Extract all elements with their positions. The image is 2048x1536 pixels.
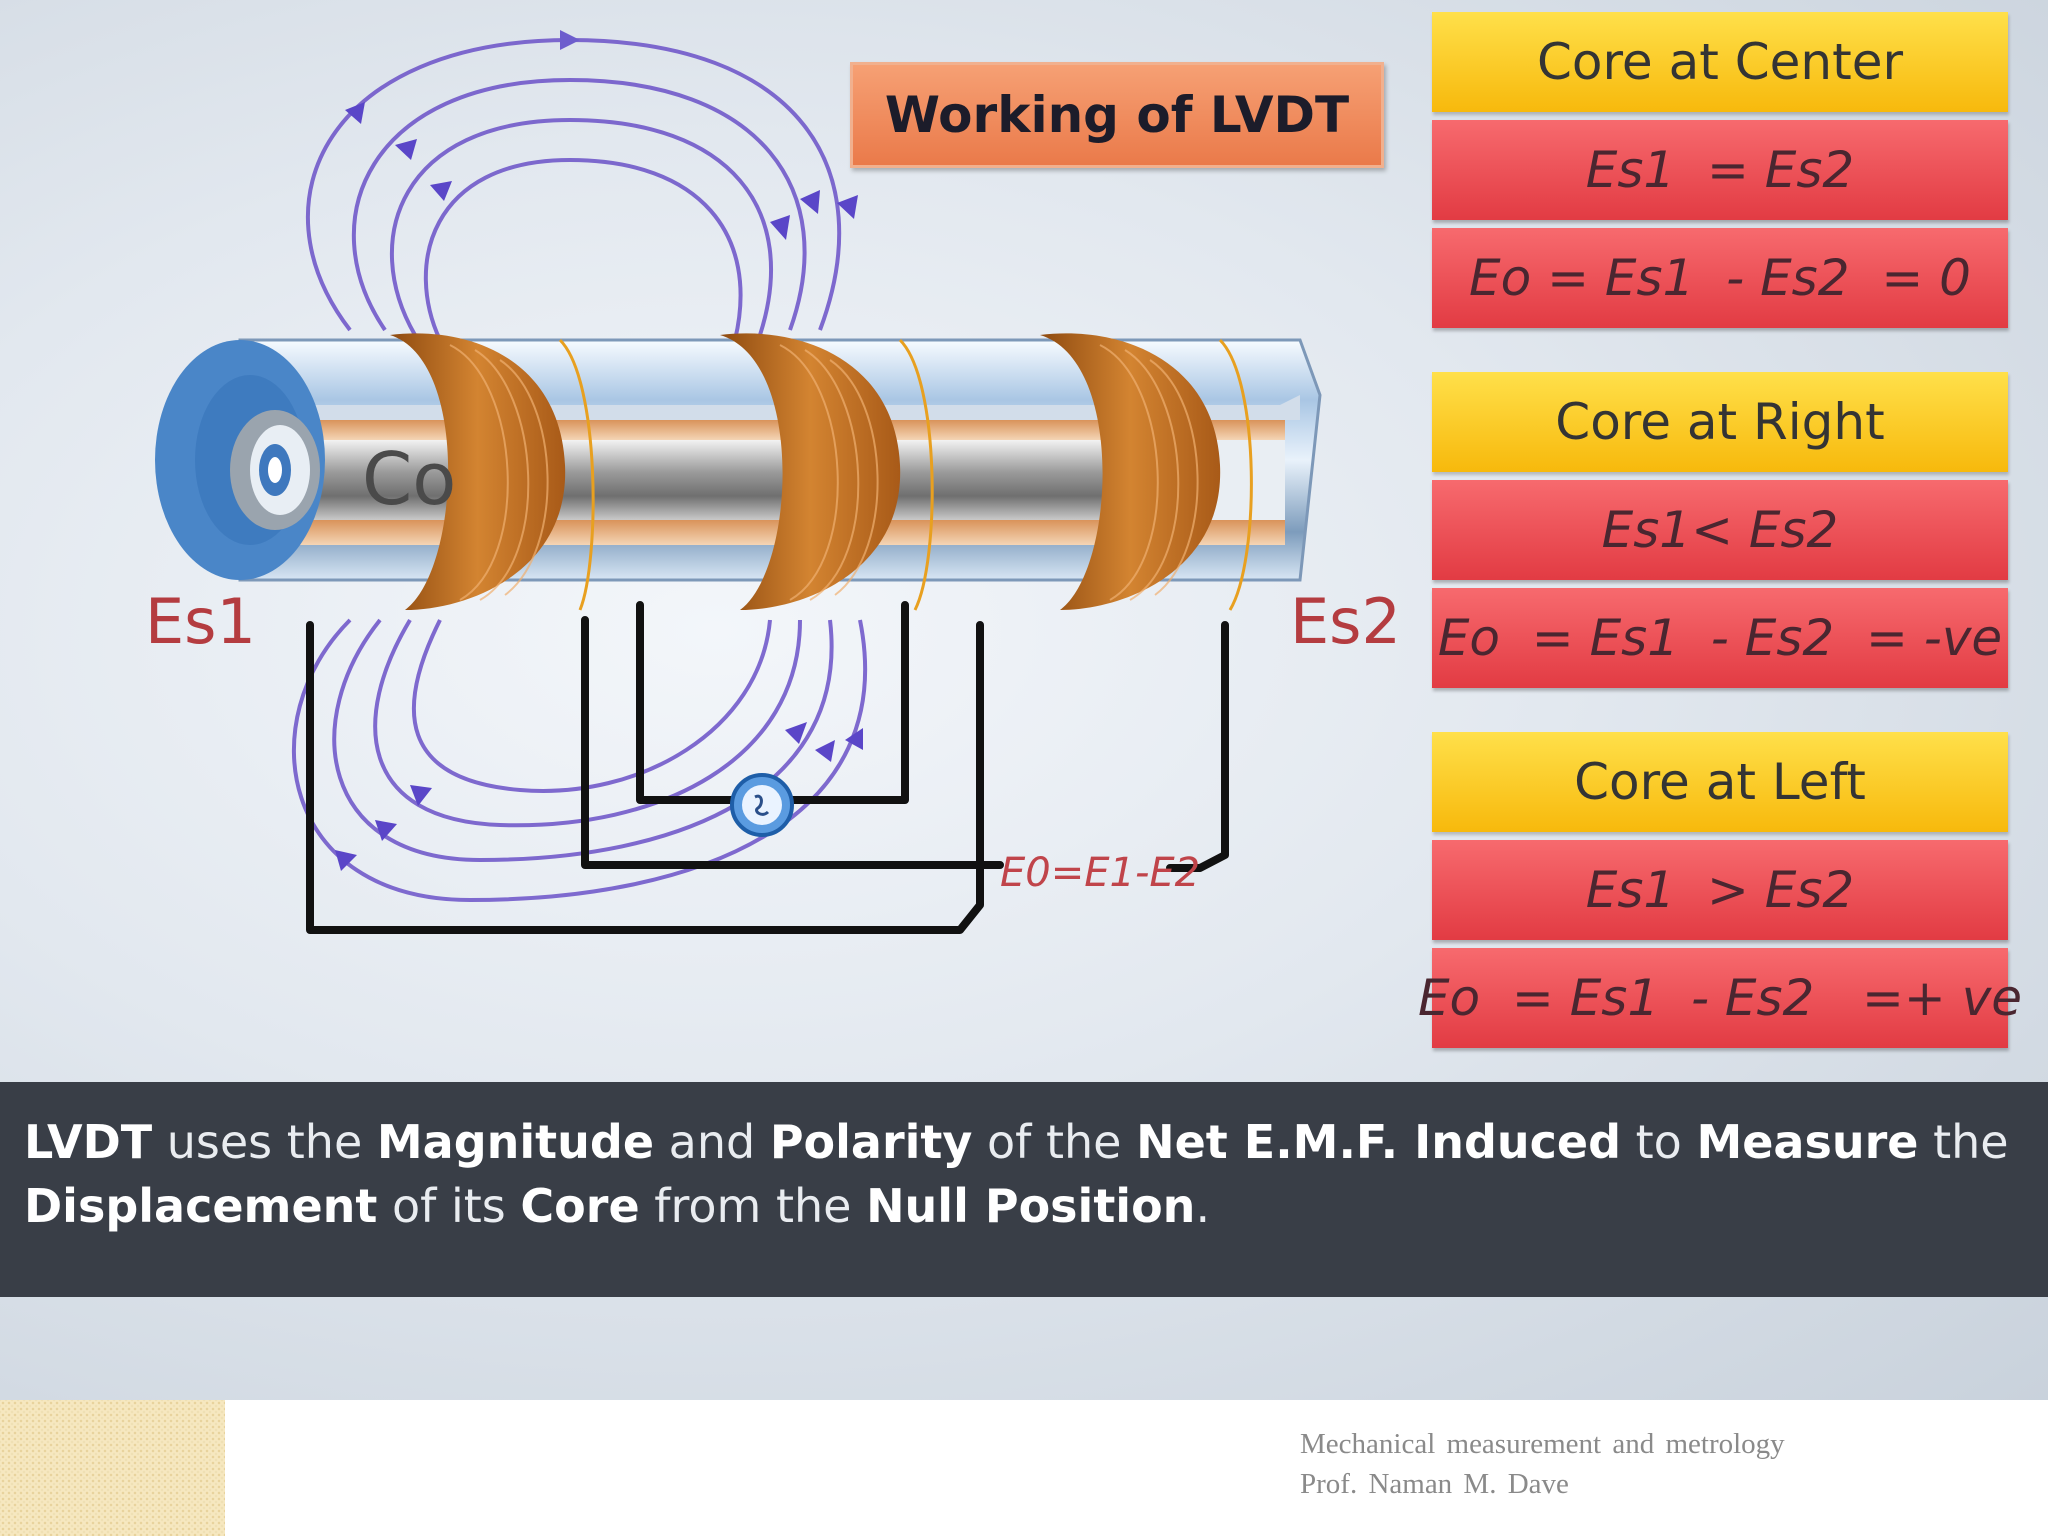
panel-core-at-left: Core at Left Es1 > Es2 Eo = Es1 - Es2 =+… — [1418, 732, 2022, 1056]
caption-segment: from the — [639, 1179, 867, 1233]
coil-leads — [558, 338, 1253, 611]
slide-stage: Working of LVDT Co Es1 Es2 E0=E1-E2 Core… — [0, 0, 2048, 1400]
primary-coil-center — [720, 333, 901, 610]
caption-segment: the — [1918, 1115, 2009, 1169]
caption-segment: Polarity — [769, 1115, 973, 1169]
flux-arrows-upper — [345, 102, 858, 240]
footer-author: Prof. Naman M. Dave — [1300, 1468, 1569, 1500]
caption-segment: Core — [520, 1179, 640, 1233]
flux-lines-lower — [292, 618, 868, 903]
es1-label: Es1 — [145, 585, 256, 658]
caption-segment: to — [1621, 1115, 1697, 1169]
panel-header: Core at Left — [1432, 732, 2008, 832]
caption-segment: and — [654, 1115, 770, 1169]
secondary-coil-right — [1040, 333, 1221, 610]
caption-segment: Null Position — [866, 1179, 1196, 1233]
primary-coil-left — [390, 333, 566, 610]
core-label: Co — [362, 437, 457, 521]
output-voltage-label: E0=E1-E2 — [1000, 850, 1201, 896]
panel-header: Core at Center — [1432, 12, 2008, 112]
panel-header: Core at Right — [1432, 372, 2008, 472]
caption-segment: Measure — [1696, 1115, 1919, 1169]
panel-row: Es1< Es2 — [1432, 480, 2008, 580]
caption-band — [0, 1082, 2048, 1297]
flux-arrows-lower — [335, 722, 863, 871]
panel-core-at-right: Core at Right Es1< Es2 Eo = Es1 - Es2 = … — [1432, 372, 2008, 696]
caption-text: LVDT uses the Magnitude and Polarity of … — [24, 1110, 2024, 1238]
caption-segment: of its — [377, 1179, 521, 1233]
footer-course: Mechanical measurement and metrology — [1300, 1428, 1785, 1460]
ac-source-icon — [730, 773, 794, 837]
es2-label: Es2 — [1290, 585, 1401, 658]
diagram-title: Working of LVDT — [850, 62, 1384, 168]
caption-segment: Magnitude — [376, 1115, 655, 1169]
caption-segment: of the — [972, 1115, 1137, 1169]
caption-segment: uses the — [152, 1115, 377, 1169]
panel-row: Es1 > Es2 — [1432, 840, 2008, 940]
caption-segment: Net E.M.F. Induced — [1136, 1115, 1622, 1169]
panel-row: Eo = Es1 - Es2 = -ve — [1432, 588, 2008, 688]
panel-row: Eo = Es1 - Es2 = 0 — [1432, 228, 2008, 328]
flux-lines-upper — [305, 30, 842, 341]
caption-segment: Displacement — [24, 1179, 378, 1233]
caption-segment: . — [1195, 1179, 1211, 1233]
caption-segment: LVDT — [24, 1115, 153, 1169]
lvdt-diagram — [155, 30, 1322, 934]
panel-core-at-center: Core at Center Es1 = Es2 Eo = Es1 - Es2 … — [1432, 12, 2008, 336]
circuit-wires — [306, 601, 1229, 934]
panel-row: Eo = Es1 - Es2 =+ ve — [1418, 948, 2022, 1048]
decorative-swatch — [0, 1400, 225, 1536]
panel-row: Es1 = Es2 — [1432, 120, 2008, 220]
